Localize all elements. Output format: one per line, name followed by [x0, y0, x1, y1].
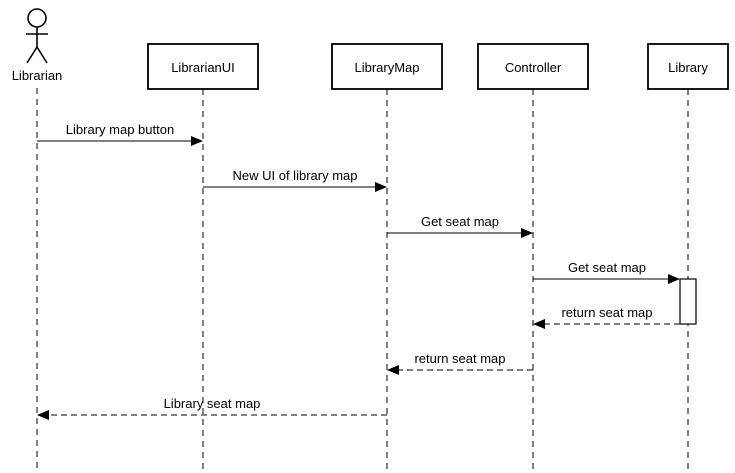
participant-box: [477, 43, 589, 90]
message-6: return seat map: [387, 351, 533, 375]
message-label: Library seat map: [164, 396, 261, 411]
lifeline-controller: Controller: [477, 43, 589, 473]
message-label: New UI of library map: [233, 168, 358, 183]
message-5: return seat map: [533, 305, 680, 329]
librarian-actor: Librarian: [12, 8, 63, 473]
participant-box: [647, 43, 729, 90]
message-label: Library map button: [66, 122, 174, 137]
participant-label: Controller: [505, 60, 562, 75]
message-7: Library seat map: [37, 396, 387, 420]
actor-label: Librarian: [12, 68, 63, 83]
stick-figure-icon: [26, 8, 48, 64]
activation-bar: [679, 278, 697, 325]
lifeline-library: Library: [647, 43, 729, 473]
message-2: New UI of library map: [203, 168, 387, 192]
participant-label: LibraryMap: [354, 60, 419, 75]
message-label: Get seat map: [421, 214, 499, 229]
participant-box: [147, 43, 259, 90]
message-label: return seat map: [561, 305, 652, 320]
message-4: Get seat map: [533, 260, 680, 284]
participant-label: LibrarianUI: [171, 60, 235, 75]
message-label: Get seat map: [568, 260, 646, 275]
message-1: Library map button: [37, 122, 203, 146]
message-label: return seat map: [414, 351, 505, 366]
message-3: Get seat map: [387, 214, 533, 238]
lifeline-librarymap: LibraryMap: [331, 43, 443, 473]
participant-label: Library: [668, 60, 708, 75]
lifeline-librarianui: LibrarianUI: [147, 43, 259, 473]
